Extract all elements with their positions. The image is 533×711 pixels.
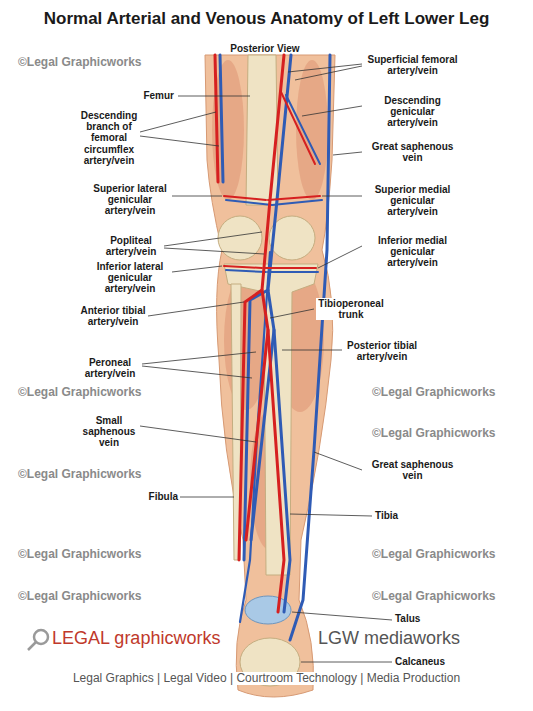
part-label: Small saphenous vein xyxy=(80,415,138,449)
title: Normal Arterial and Venous Anatomy of Le… xyxy=(6,9,527,28)
part-label: Tibioperoneal trunk xyxy=(316,298,386,320)
watermark: ©Legal Graphicworks xyxy=(18,386,158,399)
part-label: Inferior medial genicular artery/vein xyxy=(365,235,460,269)
part-label: Posterior tibial artery/vein xyxy=(344,340,420,362)
arteries xyxy=(215,55,320,612)
magnifier-icon xyxy=(28,630,48,650)
part-label: Calcaneus xyxy=(395,656,475,667)
part-label: Tibia xyxy=(375,510,435,521)
watermark: ©Legal Graphicworks xyxy=(18,548,158,561)
part-label: Talus xyxy=(395,613,455,624)
part-label: Peroneal artery/vein xyxy=(80,357,140,379)
watermark: ©Legal Graphicworks xyxy=(18,468,158,481)
part-label: Superior lateral genicular artery/vein xyxy=(90,183,170,217)
part-label: Great saphenous vein xyxy=(365,459,460,481)
part-label: Anterior tibial artery/vein xyxy=(80,305,146,327)
footer-brand: LEGAL graphicworks xyxy=(52,628,232,648)
watermark: ©Legal Graphicworks xyxy=(18,56,158,69)
part-label: Popliteal artery/vein xyxy=(100,235,162,257)
part-label: Inferior lateral genicular artery/vein xyxy=(90,261,170,295)
watermark: ©Legal Graphicworks xyxy=(372,590,512,603)
leader-lines xyxy=(140,64,392,662)
watermark: ©Legal Graphicworks xyxy=(372,386,512,399)
watermark: ©Legal Graphicworks xyxy=(372,548,512,561)
part-label: Descending genicular artery/vein xyxy=(365,95,460,129)
view-label: Posterior View xyxy=(215,43,315,54)
watermark: ©Legal Graphicworks xyxy=(372,427,512,440)
watermark: ©Legal Graphicworks xyxy=(18,590,158,603)
footer-brand: LGW mediaworks xyxy=(318,628,498,648)
part-label: Great saphenous vein xyxy=(365,141,460,163)
leg-outline xyxy=(205,55,335,697)
veins xyxy=(220,55,330,640)
part-label: Superior medial genicular artery/vein xyxy=(365,184,460,218)
part-label: Fibula xyxy=(118,491,178,502)
part-label: Descending branch of femoral circumflex … xyxy=(78,110,140,166)
part-label: Femur xyxy=(118,90,174,101)
footer-tagline: Legal Graphics | Legal Video | Courtroom… xyxy=(8,672,525,685)
part-label: Superficial femoral artery/vein xyxy=(365,54,460,76)
